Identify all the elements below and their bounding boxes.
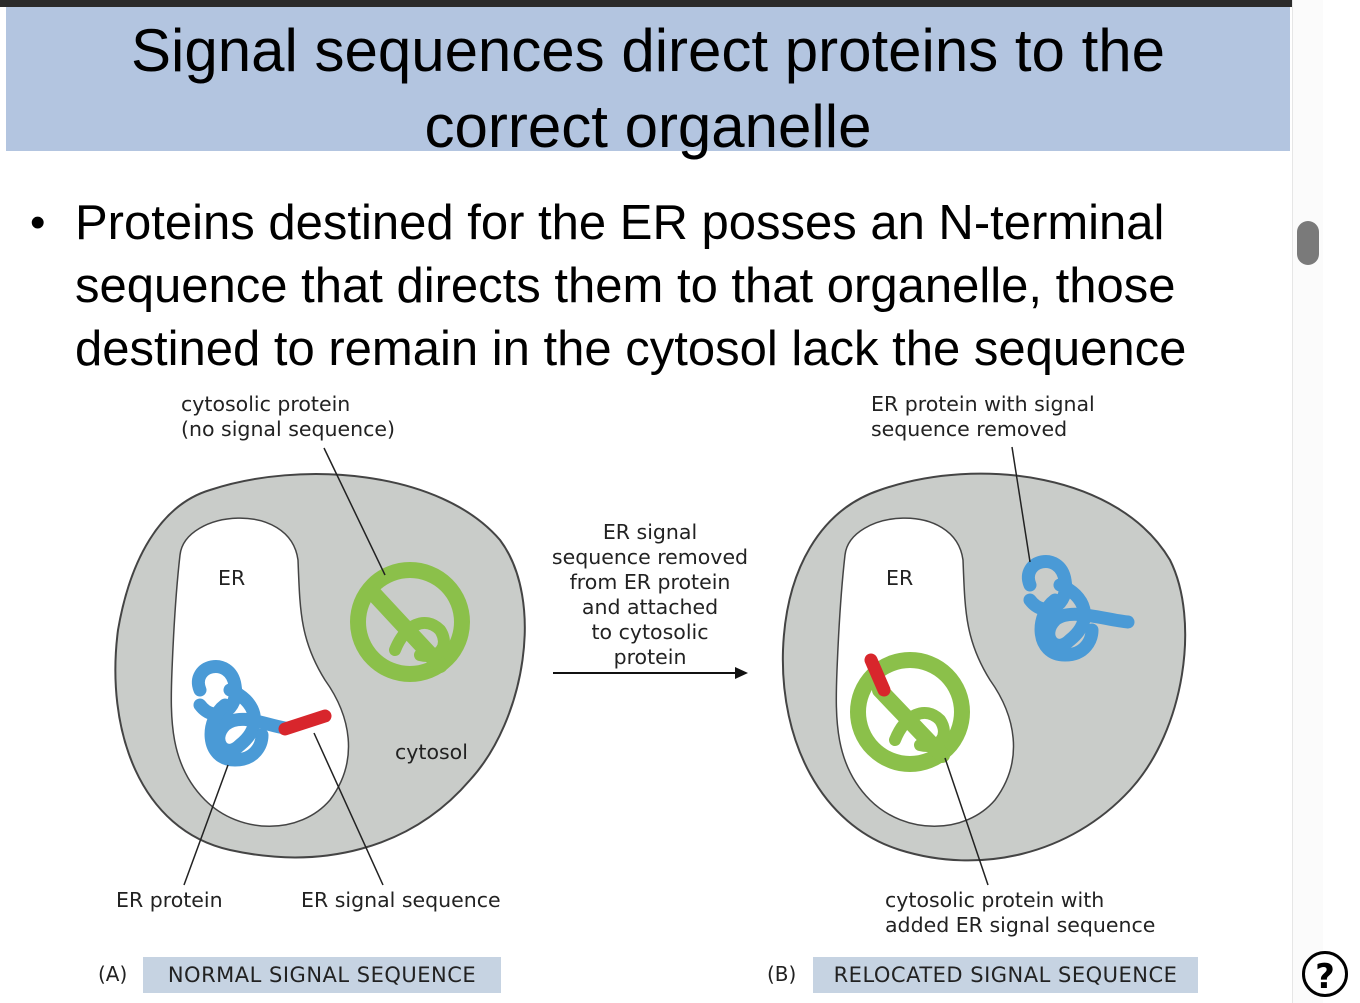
- panel-a-caption: NORMAL SIGNAL SEQUENCE: [143, 957, 501, 993]
- arrow-caption: ER signal sequence removed from ER prote…: [530, 520, 770, 670]
- caption-line: from ER protein: [569, 570, 731, 594]
- label-er-protein-removed: ER protein with signal sequence removed: [871, 392, 1095, 442]
- label-line: cytosolic protein with: [885, 888, 1105, 912]
- bullet-text: Proteins destined for the ER posses an N…: [75, 192, 1275, 381]
- caption-line: and attached: [581, 595, 719, 619]
- slide-title: Signal sequences direct proteins to the …: [6, 13, 1290, 165]
- caption-line: ER signal: [602, 520, 698, 544]
- window-top-bar: [0, 0, 1292, 7]
- er-protein-a: [191, 660, 292, 767]
- leader-line: [183, 764, 229, 886]
- label-er-protein: ER protein: [116, 888, 223, 912]
- label-er-b: ER: [886, 566, 914, 590]
- label-line: cytosolic protein: [181, 392, 351, 416]
- er-protein-b: [1021, 555, 1135, 662]
- bullet-line: destined to remain in the cytosol lack t…: [75, 322, 1187, 376]
- label-line: added ER signal sequence: [885, 913, 1156, 937]
- title-band: [6, 7, 1290, 151]
- leader-line: [323, 447, 386, 576]
- label-cytosolic-protein: cytosolic protein (no signal sequence): [181, 392, 395, 442]
- title-line: correct organelle: [424, 93, 872, 160]
- label-cytosol: cytosol: [395, 740, 468, 764]
- label-er-signal-sequence: ER signal sequence: [301, 888, 501, 912]
- caption-line: sequence removed: [551, 545, 749, 569]
- scrollbar-thumb[interactable]: [1297, 221, 1319, 265]
- panel-a-letter: (A): [98, 962, 128, 986]
- title-line: Signal sequences direct proteins to the: [131, 17, 1165, 84]
- label-er-a: ER: [218, 566, 246, 590]
- label-line: ER protein with signal: [871, 392, 1095, 416]
- scrollbar-track[interactable]: [1292, 0, 1323, 1003]
- figure-diagram: [114, 446, 1187, 886]
- cytosolic-protein-a: [350, 562, 470, 682]
- label-cytosolic-added-signal: cytosolic protein with added ER signal s…: [885, 888, 1155, 938]
- panel-b-letter: (B): [767, 962, 797, 986]
- signal-seq-a: [278, 709, 332, 736]
- leader-line: [1011, 446, 1031, 563]
- caption-line: to cytosolic: [591, 620, 709, 644]
- bullet-line: sequence that directs them to that organ…: [75, 259, 1176, 313]
- bullet-marker: •: [30, 198, 46, 247]
- caption-line: protein: [613, 645, 687, 669]
- label-line: (no signal sequence): [181, 417, 395, 441]
- signal-seq-b: [864, 653, 891, 697]
- leader-line: [944, 757, 989, 886]
- leader-line: [313, 732, 384, 886]
- panel-b-caption: RELOCATED SIGNAL SEQUENCE: [813, 957, 1198, 993]
- label-line: sequence removed: [871, 417, 1068, 441]
- help-button[interactable]: ?: [1302, 951, 1348, 997]
- bullet-line: Proteins destined for the ER posses an N…: [75, 196, 1165, 250]
- cytosolic-protein-b: [850, 652, 970, 772]
- arrow-head: [735, 667, 748, 679]
